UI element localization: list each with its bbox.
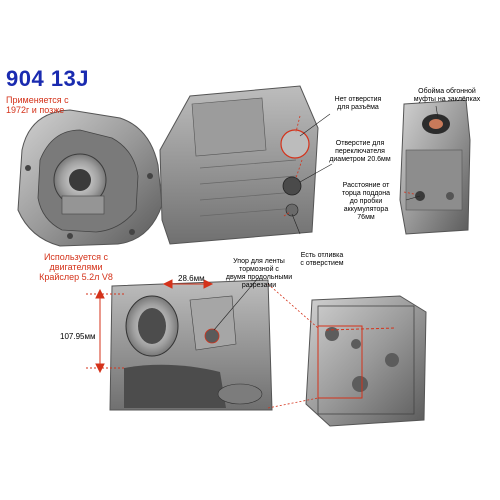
callout-band-stop: Упор для ленты тормозной с двумя продоль… (218, 258, 300, 290)
callout-line: переключателя (335, 148, 385, 155)
engine-note-line: двигателями (49, 262, 103, 272)
callout-line: 76мм (357, 214, 375, 221)
callout-line: аккумулятора (343, 206, 389, 213)
subtitle: Применяется с 1972г и позже (6, 95, 69, 115)
callout-line: Отверстие для (335, 140, 385, 147)
valve-body-closeup (109, 279, 273, 411)
engine-note-line: Крайслер 5.2л V8 (39, 272, 113, 282)
callout-line: Есть отливка (300, 252, 344, 259)
callout-casting-hole: Есть отливка с отверстием (282, 252, 362, 268)
bell-housing-front-view (17, 109, 163, 247)
callout-line: тормозной с (239, 266, 279, 273)
callout-line: для разъёма (337, 104, 379, 111)
callout-line: Упор для ленты (233, 258, 285, 265)
callout-line: Расстояние от (342, 182, 390, 189)
callout-distance: Расстояние от торца поддона до пробки ак… (326, 182, 406, 222)
callout-line: двумя продольными (225, 274, 293, 281)
callout-clutch-liner: Обойма обгонной муфты на заклёпках (402, 88, 492, 104)
engine-note: Используется с двигателями Крайслер 5.2л… (20, 252, 132, 282)
callout-line: диаметром 20.6мм (329, 156, 391, 163)
callout-line: муфты на заклёпках (413, 96, 481, 103)
case-pan-view (305, 295, 427, 427)
case-side-view (159, 85, 319, 245)
engine-note-line: Используется с (43, 252, 109, 262)
callout-line: до пробки (349, 198, 383, 205)
callout-line: Обойма обгонной (418, 88, 476, 95)
callout-line: Нет отверстия (334, 96, 382, 103)
subtitle-line: 1972г и позже (6, 105, 65, 115)
callout-shifter-hole: Отверстие для переключателя диаметром 20… (314, 140, 406, 164)
height-dimension-label: 107.95мм (60, 332, 96, 341)
callout-line: разрезами (241, 282, 277, 289)
connector-lines (267, 115, 415, 409)
callout-line: торца поддона (341, 190, 391, 197)
case-rear-view (399, 99, 471, 235)
subtitle-line: Применяется с (6, 95, 69, 105)
dimension-markers (86, 279, 214, 374)
callout-no-hole: Нет отверстия для разъёма (312, 96, 404, 112)
width-dimension-label: 28.6мм (178, 274, 205, 283)
model-title: 904 13J (6, 66, 90, 91)
callout-line: с отверстием (300, 260, 344, 267)
callout-lines (213, 105, 439, 331)
